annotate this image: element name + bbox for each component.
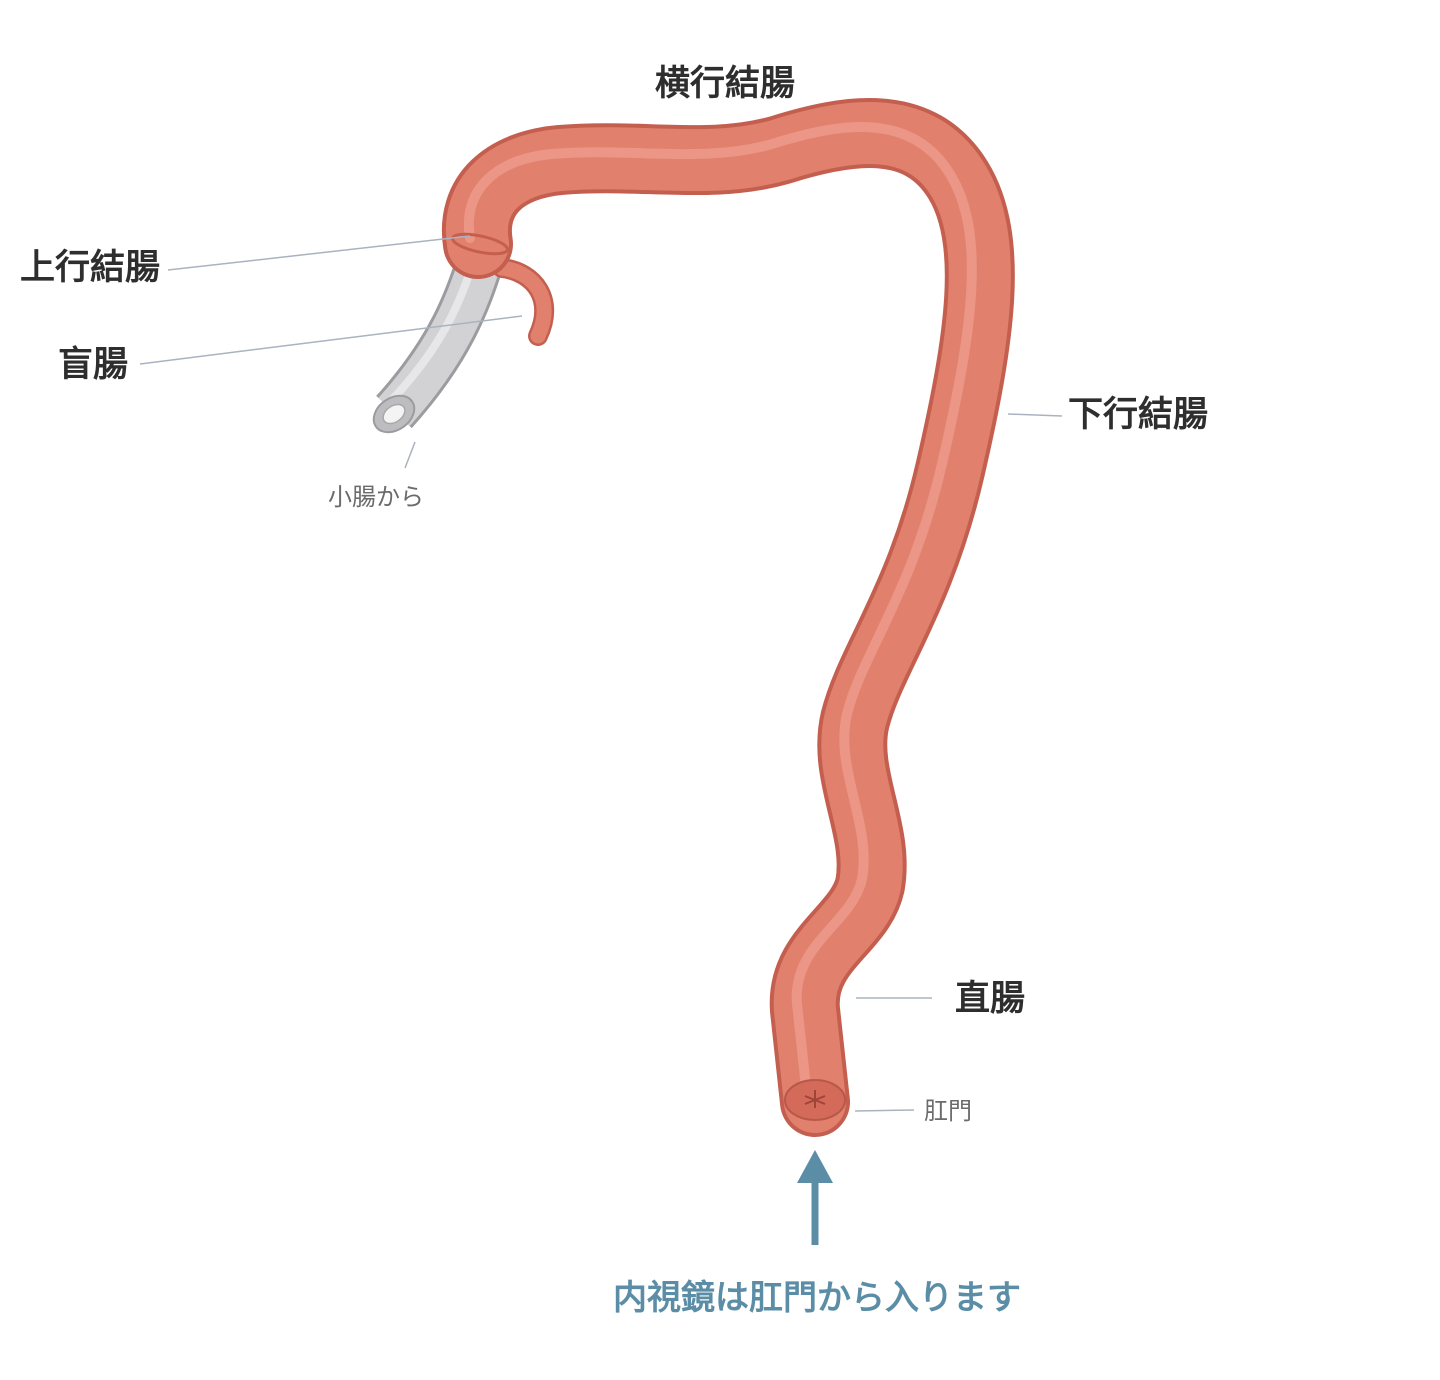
label-transverse-colon: 横行結腸 <box>655 64 796 104</box>
leader-cecum <box>139 315 523 365</box>
leader-ascending-colon <box>167 235 471 271</box>
label-anus: 肛門 <box>924 1097 972 1125</box>
label-descending-colon: 下行結腸 <box>1068 395 1209 435</box>
leader-descending-colon <box>1007 413 1063 417</box>
caption-endoscope: 内視鏡は肛門から入ります <box>613 1278 1021 1318</box>
appendix <box>492 258 555 346</box>
leader-small-intestine <box>404 441 416 469</box>
small-intestine <box>372 254 503 434</box>
up-arrow-icon <box>797 1150 833 1245</box>
colon <box>441 98 1015 1137</box>
label-from-small-intestine: 小腸から <box>328 483 424 511</box>
label-cecum: 盲腸 <box>58 345 129 385</box>
label-ascending-colon: 上行結腸 <box>20 248 161 288</box>
label-rectum: 直腸 <box>955 979 1026 1019</box>
leader-anus <box>854 1109 915 1112</box>
leader-lines <box>139 235 1063 1112</box>
